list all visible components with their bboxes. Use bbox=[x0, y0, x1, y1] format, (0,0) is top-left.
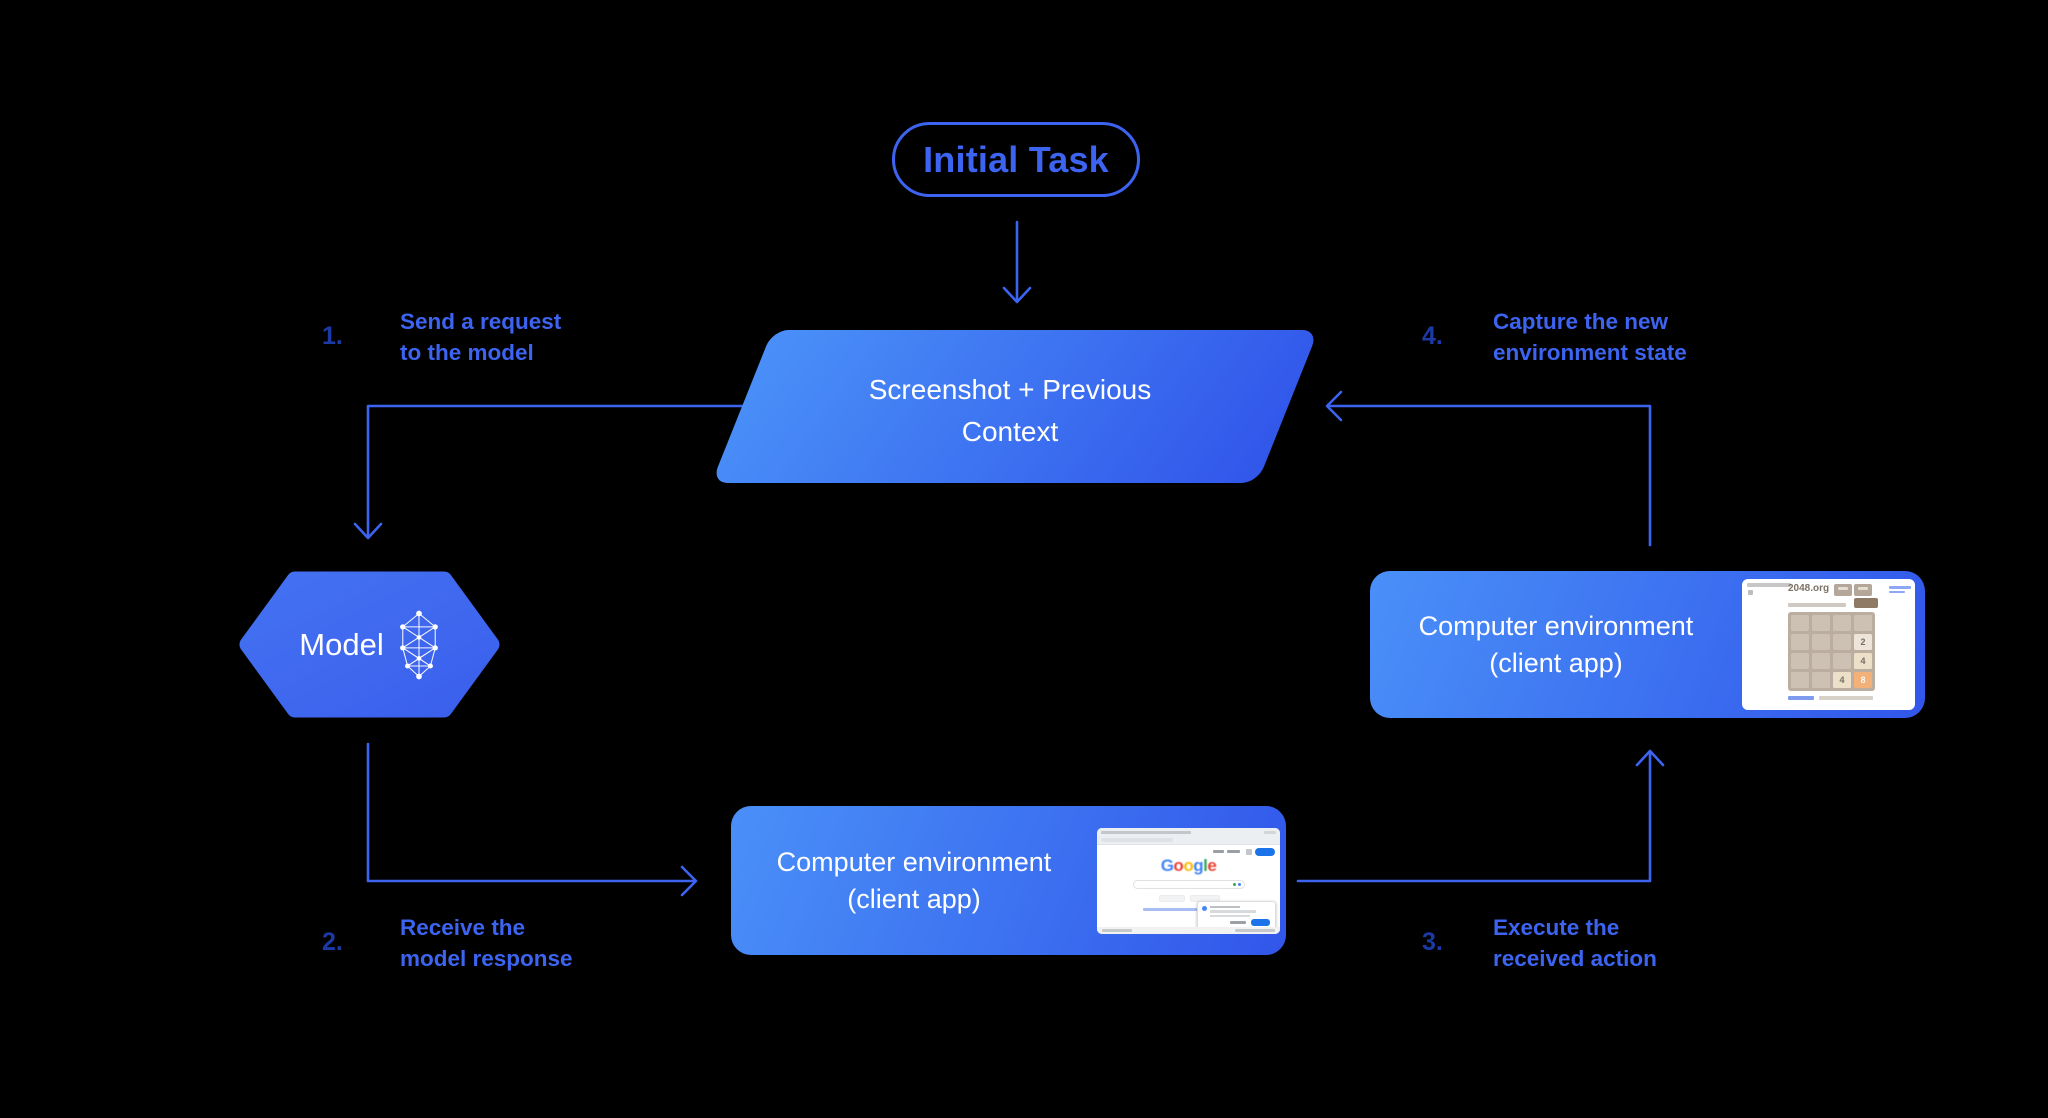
mini-google-footer bbox=[1097, 926, 1280, 934]
mini-2048-browser-icon bbox=[1748, 590, 1753, 595]
neural-network-icon bbox=[399, 610, 438, 679]
logo-letter: o bbox=[1183, 855, 1194, 875]
mini-google-window-controls bbox=[1264, 830, 1276, 834]
step-1-number: 1. bbox=[322, 322, 343, 350]
arrow-step-3-environment-to-environment bbox=[1296, 749, 1665, 883]
arrow-step-1-context-to-model bbox=[353, 404, 762, 540]
mini-2048-best-box bbox=[1854, 584, 1872, 596]
step-4-number: 4. bbox=[1422, 322, 1443, 350]
logo-letter: l bbox=[1203, 855, 1208, 875]
mini-2048-score-box bbox=[1834, 584, 1852, 596]
mini-2048-top-link2 bbox=[1889, 590, 1905, 593]
mini-google-address-bar bbox=[1101, 837, 1173, 842]
logo-letter: e bbox=[1207, 855, 1217, 875]
2048-tile: 4 bbox=[1833, 672, 1851, 688]
mini-google-dialog-logo bbox=[1202, 905, 1207, 911]
step-2-number: 2. bbox=[322, 928, 343, 956]
logo-letter: g bbox=[1193, 855, 1204, 875]
model-node-content: Model bbox=[239, 571, 500, 718]
mini-google-browser-chrome bbox=[1097, 827, 1280, 845]
environment-bottom-label: Computer environment (client app) bbox=[731, 844, 1097, 918]
mini-2048-subtitle-text bbox=[1788, 603, 1846, 607]
logo-letter: G bbox=[1160, 855, 1174, 875]
mini-google-apps-grid-icon bbox=[1246, 848, 1252, 855]
mini-google-logo: Google bbox=[1097, 856, 1280, 876]
screenshot-context-line2: Context bbox=[961, 416, 1059, 447]
screenshot-context-line1: Screenshot + Previous bbox=[868, 374, 1152, 405]
mini-google-dialog-dismiss bbox=[1230, 920, 1246, 924]
initial-task-label: Initial Task bbox=[923, 138, 1109, 180]
mini-google-gmail-link bbox=[1213, 849, 1224, 853]
mini-2048-footer-link bbox=[1788, 696, 1814, 700]
environment-node-right: Computer environment (client app) 2048.o… bbox=[1370, 571, 1925, 718]
step-3-label: Execute the received action bbox=[1493, 915, 1657, 971]
mini-google-tab-bar bbox=[1101, 830, 1191, 834]
mini-2048-site-title: 2048.org bbox=[1788, 583, 1830, 594]
mini-google-search-button bbox=[1159, 894, 1185, 902]
mini-2048-grid bbox=[1788, 612, 1875, 691]
mini-2048-top-link bbox=[1889, 586, 1911, 589]
step-2-label: Receive the model response bbox=[400, 915, 573, 971]
environment-right-line1: Computer environment bbox=[1418, 610, 1694, 641]
model-node bbox=[239, 571, 500, 718]
mini-2048-browser-tab-bar bbox=[1747, 583, 1791, 587]
initial-task-node: Initial Task bbox=[892, 122, 1140, 197]
mini-google-signin-dialog bbox=[1197, 900, 1276, 930]
environment-bottom-line1: Computer environment bbox=[776, 846, 1052, 877]
logo-letter: o bbox=[1173, 855, 1184, 875]
mini-google-search-bar bbox=[1133, 879, 1245, 889]
arrow-step-4-environment-to-context bbox=[1325, 390, 1652, 547]
environment-right-label: Computer environment (client app) bbox=[1370, 608, 1742, 682]
2048-tile: 8 bbox=[1854, 672, 1872, 688]
step-4-label: Capture the new environment state bbox=[1493, 309, 1687, 365]
environment-node-bottom: Computer environment (client app) Google bbox=[731, 806, 1286, 955]
mini-google-dialog-signin-button bbox=[1251, 918, 1270, 926]
mini-google-signin-button bbox=[1255, 847, 1275, 856]
mini-2048-screenshot: 2048.org 2 4 4 8 bbox=[1742, 579, 1915, 710]
2048-tile: 2 bbox=[1854, 634, 1872, 650]
environment-bottom-line2: (client app) bbox=[847, 883, 981, 914]
2048-tile: 4 bbox=[1854, 653, 1872, 669]
model-label: Model bbox=[299, 626, 384, 662]
mini-2048-new-game-button bbox=[1854, 598, 1878, 608]
mini-google-images-link bbox=[1227, 849, 1240, 853]
step-3-number: 3. bbox=[1422, 928, 1443, 956]
arrow-initial-task-to-context bbox=[1002, 220, 1032, 304]
arrow-step-2-model-to-environment bbox=[366, 742, 698, 897]
environment-right-line2: (client app) bbox=[1489, 647, 1623, 678]
mini-2048-footer-text bbox=[1819, 696, 1873, 700]
step-1-label: Send a request to the model bbox=[400, 309, 562, 365]
mini-google-screenshot: Google bbox=[1097, 827, 1280, 934]
mini-google-language-links bbox=[1143, 907, 1235, 911]
screenshot-context-label: Screenshot + Previous Context bbox=[800, 369, 1220, 453]
